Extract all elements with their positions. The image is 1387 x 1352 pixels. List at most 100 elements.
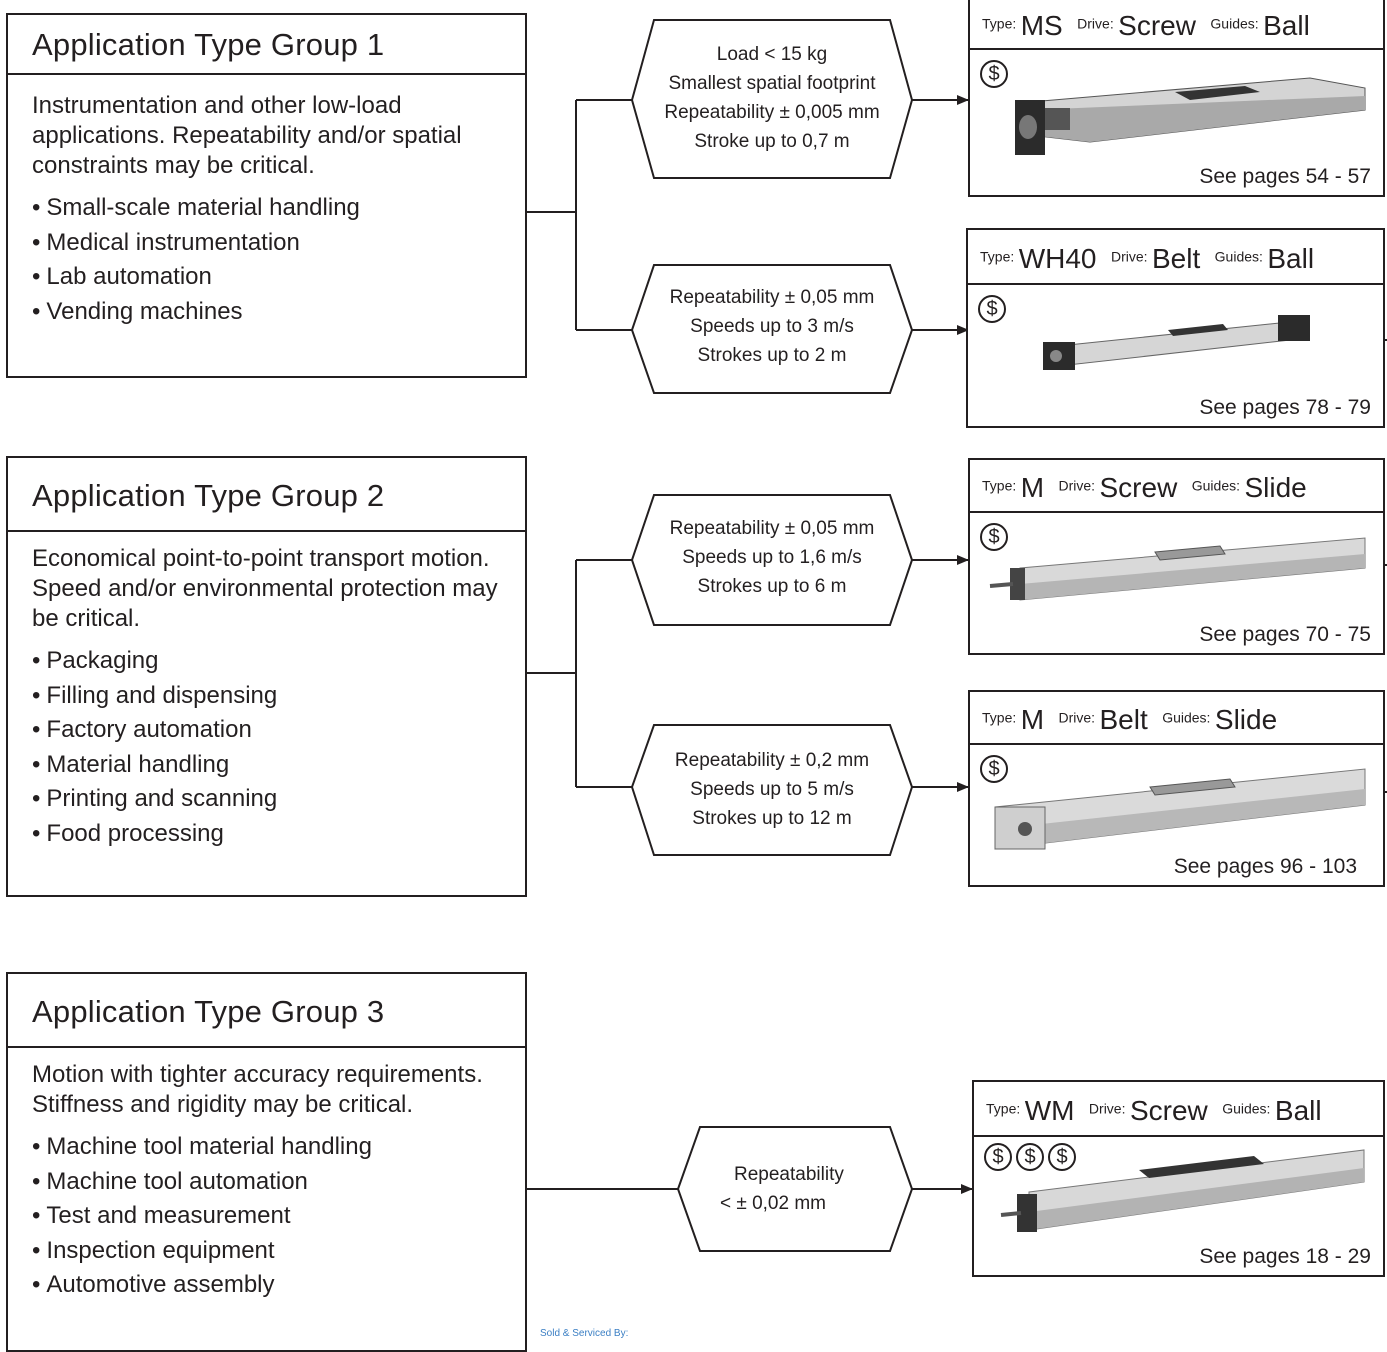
cost-rating: $ $ $ bbox=[984, 1143, 1076, 1171]
dollar-icon: $ bbox=[980, 523, 1008, 551]
criteria-line: Stroke up to 0,7 m bbox=[694, 131, 850, 152]
see-pages-link[interactable]: See pages 18 - 29 bbox=[1199, 1245, 1371, 1268]
see-pages-link[interactable]: See pages 70 - 75 bbox=[1199, 623, 1371, 646]
list-item: Machine tool material handling bbox=[32, 1130, 525, 1165]
criteria-line: Repeatability bbox=[734, 1164, 844, 1185]
criteria-line: Speeds up to 3 m/s bbox=[690, 316, 854, 337]
cost-rating: $ bbox=[980, 60, 1008, 88]
application-group-1: Application Type Group 1 Instrumentation… bbox=[6, 13, 527, 378]
group-description: Economical point-to-point transport moti… bbox=[32, 545, 498, 632]
list-item: Factory automation bbox=[32, 713, 525, 748]
guides-label: Guides: bbox=[1222, 1100, 1271, 1117]
drive-value: Screw bbox=[1129, 1095, 1208, 1126]
guides-value: Ball bbox=[1267, 243, 1315, 274]
list-item: Material handling bbox=[32, 748, 525, 783]
criteria-text-4: Repeatability ± 0,2 mm Speeds up to 5 m/… bbox=[642, 746, 902, 833]
guides-value: Ball bbox=[1263, 10, 1310, 41]
drive-value: Belt bbox=[1099, 704, 1148, 735]
product-header: Type: WH40 Drive: Belt Guides: Ball bbox=[968, 230, 1383, 285]
list-item: Vending machines bbox=[32, 295, 525, 330]
criteria-text-1: Load < 15 kg Smallest spatial footprint … bbox=[642, 40, 902, 156]
group-bullet-list: Machine tool material handling Machine t… bbox=[8, 1130, 525, 1303]
dollar-icon: $ bbox=[1016, 1143, 1044, 1171]
criteria-line: Strokes up to 2 m bbox=[697, 345, 847, 366]
criteria-line: Strokes up to 12 m bbox=[692, 808, 852, 829]
drive-label: Drive: bbox=[1077, 15, 1114, 32]
drive-value: Screw bbox=[1118, 10, 1196, 41]
drive-label: Drive: bbox=[1058, 709, 1096, 726]
application-group-3: Application Type Group 3 Motion with tig… bbox=[6, 972, 527, 1352]
type-value: WH40 bbox=[1018, 243, 1097, 274]
drive-label: Drive: bbox=[1088, 1100, 1126, 1117]
list-item: Packaging bbox=[32, 644, 525, 679]
product-body: $ See pages 54 - 57 bbox=[970, 50, 1383, 195]
dollar-icon: $ bbox=[980, 755, 1008, 783]
product-card-m-screw[interactable]: Type: M Drive: Screw Guides: Slide $ See… bbox=[968, 458, 1385, 655]
list-item: Inspection equipment bbox=[32, 1234, 525, 1269]
criteria-line: Speeds up to 5 m/s bbox=[690, 779, 854, 800]
criteria-line: Load < 15 kg bbox=[716, 44, 828, 65]
cost-rating: $ bbox=[980, 755, 1008, 783]
linear-actuator-image bbox=[1043, 315, 1310, 370]
dollar-icon: $ bbox=[1048, 1143, 1076, 1171]
criteria-line: Speeds up to 1,6 m/s bbox=[682, 547, 862, 568]
see-pages-link[interactable]: See pages 96 - 103 bbox=[1173, 855, 1357, 878]
product-card-m-belt[interactable]: Type: M Drive: Belt Guides: Slide $ See … bbox=[968, 690, 1385, 887]
group-title: Application Type Group 1 bbox=[8, 15, 525, 75]
type-label: Type: bbox=[980, 248, 1015, 265]
criteria-line: Repeatability ± 0,05 mm bbox=[669, 287, 875, 308]
group2-connector bbox=[526, 559, 632, 788]
product-body: $ See pages 70 - 75 bbox=[970, 513, 1383, 653]
type-value: WM bbox=[1024, 1095, 1075, 1126]
criteria-text-2: Repeatability ± 0,05 mm Speeds up to 3 m… bbox=[642, 283, 902, 370]
group-description: Instrumentation and other low-load appli… bbox=[32, 92, 462, 179]
group1-connector bbox=[526, 99, 632, 331]
list-item: Test and measurement bbox=[32, 1199, 525, 1234]
linear-actuator-image bbox=[1000, 1149, 1365, 1232]
drive-value: Screw bbox=[1099, 472, 1178, 503]
criteria-line: Smallest spatial footprint bbox=[668, 73, 876, 94]
guides-value: Slide bbox=[1214, 704, 1278, 735]
product-body: $ See pages 96 - 103 bbox=[970, 745, 1383, 885]
drive-label: Drive: bbox=[1058, 477, 1096, 494]
drive-label: Drive: bbox=[1110, 248, 1148, 265]
type-label: Type: bbox=[982, 477, 1017, 494]
criteria-text-3: Repeatability ± 0,05 mm Speeds up to 1,6… bbox=[642, 514, 902, 601]
list-item: Small-scale material handling bbox=[32, 191, 525, 226]
group-title: Application Type Group 2 bbox=[8, 458, 525, 532]
group-bullet-list: Small-scale material handling Medical in… bbox=[8, 191, 525, 329]
see-pages-link[interactable]: See pages 54 - 57 bbox=[1199, 165, 1371, 188]
list-item: Lab automation bbox=[32, 260, 525, 295]
drive-value: Belt bbox=[1151, 243, 1201, 274]
type-label: Type: bbox=[982, 709, 1017, 726]
type-label: Type: bbox=[986, 1100, 1021, 1117]
see-pages-link[interactable]: See pages 78 - 79 bbox=[1199, 396, 1371, 419]
list-item: Filling and dispensing bbox=[32, 679, 525, 714]
cost-rating: $ bbox=[978, 295, 1006, 323]
dollar-icon: $ bbox=[978, 295, 1006, 323]
group-description: Motion with tighter accuracy requirement… bbox=[32, 1061, 483, 1118]
product-card-wm[interactable]: Type: WM Drive: Screw Guides: Ball $ $ $… bbox=[972, 1080, 1385, 1277]
product-card-wh40[interactable]: Type: WH40 Drive: Belt Guides: Ball $ Se… bbox=[966, 228, 1385, 428]
list-item: Food processing bbox=[32, 817, 525, 852]
list-item: Automotive assembly bbox=[32, 1268, 525, 1303]
product-header: Type: M Drive: Belt Guides: Slide bbox=[970, 692, 1383, 745]
dollar-icon: $ bbox=[984, 1143, 1012, 1171]
product-card-ms[interactable]: Type: MS Drive: Screw Guides: Ball $ See… bbox=[968, 0, 1385, 197]
list-item: Medical instrumentation bbox=[32, 226, 525, 261]
product-header: Type: MS Drive: Screw Guides: Ball bbox=[970, 0, 1383, 50]
list-item: Machine tool automation bbox=[32, 1165, 525, 1200]
criteria-line: < ± 0,02 mm bbox=[720, 1193, 826, 1214]
criteria-text-5: Repeatability < ± 0,02 mm bbox=[720, 1160, 890, 1218]
type-value: MS bbox=[1020, 10, 1063, 41]
linear-actuator-image bbox=[994, 768, 1366, 850]
group-title: Application Type Group 3 bbox=[8, 974, 525, 1048]
product-header: Type: WM Drive: Screw Guides: Ball bbox=[974, 1082, 1383, 1137]
guides-value: Slide bbox=[1244, 472, 1307, 503]
criteria-line: Repeatability ± 0,05 mm bbox=[669, 518, 875, 539]
guides-label: Guides: bbox=[1214, 248, 1263, 265]
guides-label: Guides: bbox=[1162, 709, 1211, 726]
list-item: Printing and scanning bbox=[32, 782, 525, 817]
criteria-line: Strokes up to 6 m bbox=[697, 576, 847, 597]
